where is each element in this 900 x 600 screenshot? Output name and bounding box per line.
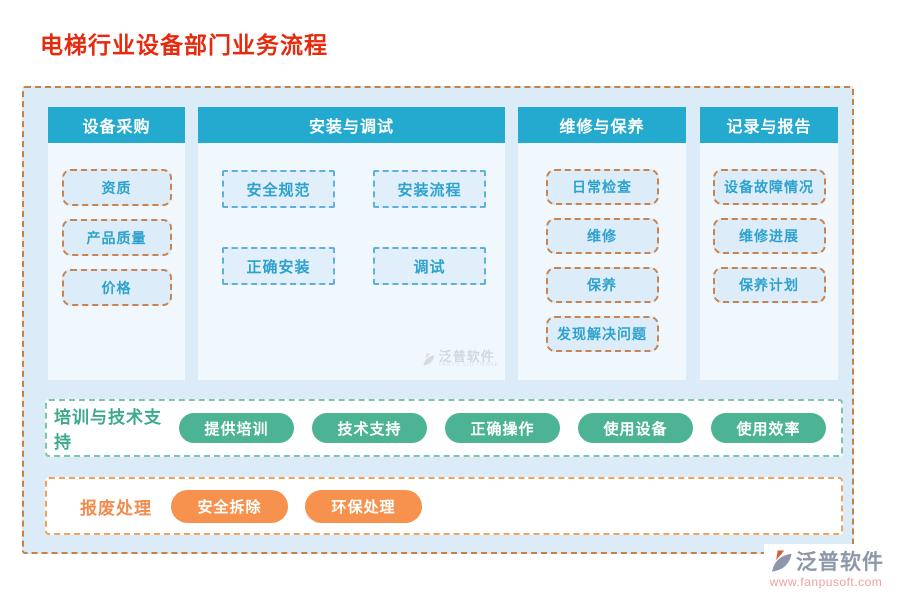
training-pills: 提供培训 技术支持 正确操作 使用设备 使用效率	[179, 413, 826, 443]
pill-use-equipment: 使用设备	[578, 413, 693, 443]
pill-usage-efficiency: 使用效率	[711, 413, 826, 443]
column-installation-debugging: 安装与调试 安全规范 安装流程 正确安装 调试 泛普软件 FANPU SOFTW…	[198, 107, 505, 380]
column-equipment-procurement: 设备采购 资质 产品质量 价格	[48, 107, 185, 380]
flow-item-equipment-failure: 设备故障情况	[712, 169, 826, 205]
fanpu-logo-icon	[772, 550, 792, 572]
brand-logo: 泛普软件 www.fanpusoft.com	[764, 544, 888, 589]
pill-provide-training: 提供培训	[179, 413, 294, 443]
flow-item-correct-installation: 正确安装	[222, 247, 335, 285]
scrap-handling-row: 报废处理 安全拆除 环保处理	[45, 477, 843, 535]
process-flow-container: 设备采购 资质 产品质量 价格 安装与调试 安全规范 安装流程 正确安装 调试	[22, 86, 854, 554]
scrap-row-label: 报废处理	[80, 498, 152, 518]
watermark-text: 泛普软件	[438, 349, 495, 364]
column-header-maintenance: 维修与保养	[518, 107, 686, 143]
column-maintenance: 维修与保养 日常检查 维修 保养 发现解决问题	[518, 107, 686, 380]
column-body-maintenance: 日常检查 维修 保养 发现解决问题	[518, 143, 686, 406]
pill-safe-dismantling: 安全拆除	[171, 489, 288, 523]
column-header-records: 记录与报告	[700, 107, 838, 143]
scrap-pills: 安全拆除 环保处理	[171, 489, 422, 523]
flow-item-product-quality: 产品质量	[61, 219, 172, 256]
training-support-row: 培训与技术支持 提供培训 技术支持 正确操作 使用设备 使用效率	[45, 399, 843, 457]
flow-item-daily-inspection: 日常检查	[545, 169, 659, 205]
page-title: 电梯行业设备部门业务流程	[40, 32, 328, 58]
flow-item-qualification: 资质	[61, 169, 172, 206]
flow-item-find-solve-problems: 发现解决问题	[545, 316, 659, 352]
brand-name: 泛普软件	[796, 551, 884, 574]
column-body-installation: 安全规范 安装流程 正确安装 调试 泛普软件 FANPU SOFTWARE	[198, 143, 505, 380]
flow-item-maintenance-plan: 保养计划	[712, 267, 826, 303]
flow-item-safety-standards: 安全规范	[222, 170, 335, 208]
pill-eco-friendly-disposal: 环保处理	[305, 489, 422, 523]
flow-item-price: 价格	[61, 269, 172, 306]
flow-item-repair-progress: 维修进展	[712, 218, 826, 254]
watermark: 泛普软件 FANPU SOFTWARE	[421, 350, 499, 368]
watermark-logo-icon	[423, 352, 435, 366]
column-header-installation: 安装与调试	[198, 107, 505, 143]
pill-technical-support: 技术支持	[312, 413, 427, 443]
flow-item-debugging: 调试	[373, 247, 486, 285]
flow-item-repair: 维修	[545, 218, 659, 254]
column-records-reports: 记录与报告 设备故障情况 维修进展 保养计划	[700, 107, 838, 380]
pill-correct-operation: 正确操作	[445, 413, 560, 443]
column-body-procurement: 资质 产品质量 价格	[48, 143, 185, 406]
column-header-procurement: 设备采购	[48, 107, 185, 143]
training-row-label: 培训与技术支持	[54, 408, 162, 452]
watermark-subtext: FANPU SOFTWARE	[438, 362, 499, 368]
flow-item-installation-process: 安装流程	[373, 170, 486, 208]
flow-item-upkeep: 保养	[545, 267, 659, 303]
column-body-records: 设备故障情况 维修进展 保养计划	[700, 143, 838, 406]
brand-website: www.fanpusoft.com	[769, 575, 883, 589]
